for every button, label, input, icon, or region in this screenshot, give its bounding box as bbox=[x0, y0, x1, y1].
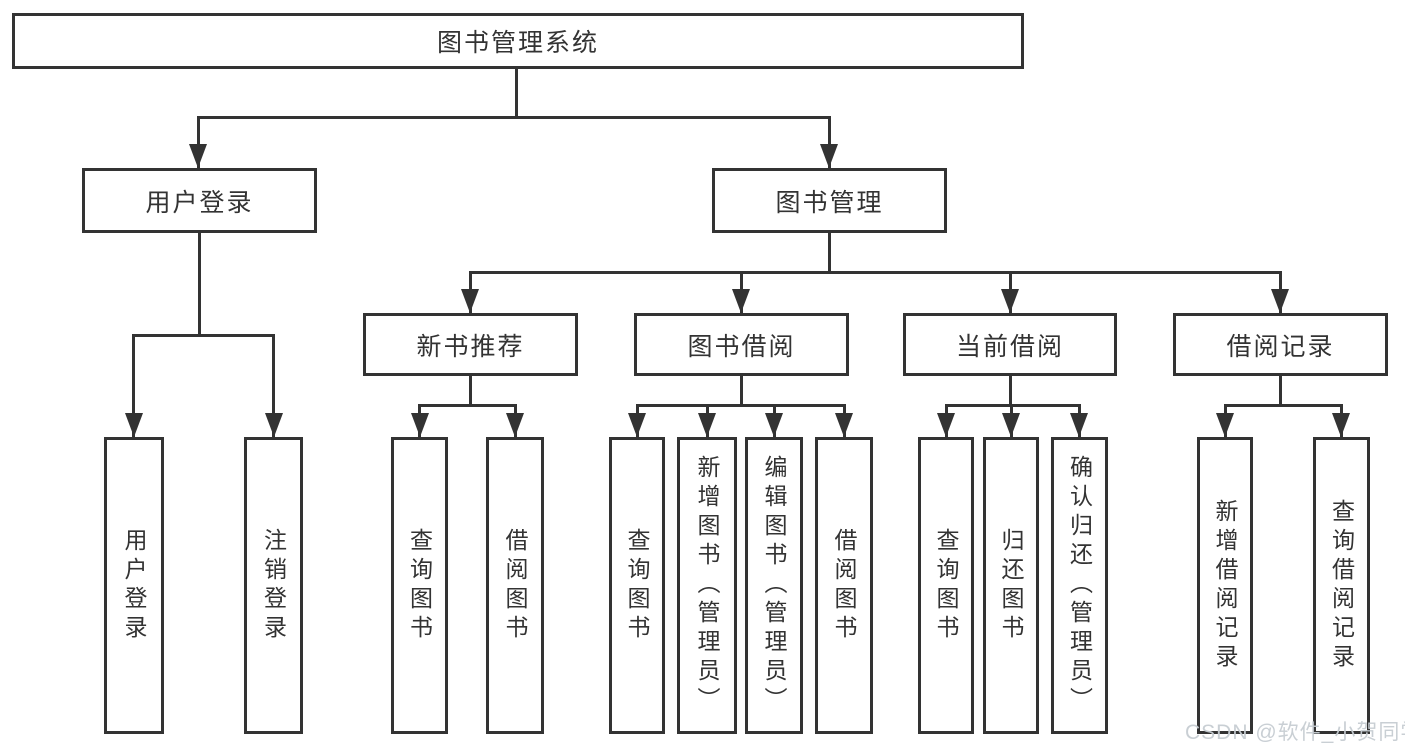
arrowhead-down-icon bbox=[189, 144, 207, 168]
leaf-borrow-books-label: 借阅图书 bbox=[831, 527, 857, 644]
node-root-label: 图书管理系统 bbox=[436, 29, 599, 57]
connector-vline bbox=[740, 376, 743, 406]
leaf-edit-books-admin: 编辑图书（管理员） bbox=[745, 437, 803, 734]
leaf-logout: 注销登录 bbox=[244, 437, 303, 734]
arrowhead-down-icon bbox=[765, 413, 783, 437]
leaf-confirm-return-admin-label: 确认归还（管理员） bbox=[1066, 455, 1093, 716]
leaf-query-books-label: 查询图书 bbox=[624, 527, 650, 644]
node-root: 图书管理系统 bbox=[12, 13, 1024, 69]
leaf-return-books-label: 归还图书 bbox=[998, 527, 1024, 644]
node-book-management-label: 图书管理 bbox=[775, 188, 884, 217]
connector-vline bbox=[198, 233, 201, 336]
leaf-query-borrow-record-label: 查询借阅记录 bbox=[1328, 498, 1355, 673]
arrowhead-down-icon bbox=[835, 413, 853, 437]
arrowhead-down-icon bbox=[937, 413, 955, 437]
leaf-add-borrow-record-label: 新增借阅记录 bbox=[1212, 498, 1238, 673]
node-user-login-label: 用户登录 bbox=[145, 188, 254, 217]
node-user-login: 用户登录 bbox=[82, 168, 317, 233]
leaf-borrow-books: 借阅图书 bbox=[815, 437, 873, 734]
connector-vline bbox=[515, 69, 518, 118]
arrowhead-down-icon bbox=[265, 413, 283, 437]
leaf-query-books-current: 查询图书 bbox=[918, 437, 974, 734]
connector-hline bbox=[132, 334, 274, 337]
connector-vline bbox=[828, 116, 831, 168]
leaf-query-books-recommend-label: 查询图书 bbox=[406, 527, 433, 644]
arrowhead-down-icon bbox=[698, 413, 716, 437]
arrowhead-down-icon bbox=[1332, 413, 1350, 437]
leaf-return-books: 归还图书 bbox=[983, 437, 1039, 734]
node-borrow-records-label: 借阅记录 bbox=[1226, 332, 1335, 361]
connector-vline bbox=[1279, 376, 1282, 406]
arrowhead-down-icon bbox=[125, 413, 143, 437]
arrowhead-down-icon bbox=[732, 289, 750, 313]
node-current-borrow-label: 当前借阅 bbox=[955, 332, 1064, 361]
node-current-borrow: 当前借阅 bbox=[903, 313, 1117, 376]
leaf-edit-books-admin-label: 编辑图书（管理员） bbox=[761, 455, 787, 716]
connector-vline bbox=[469, 376, 472, 406]
connector-vline bbox=[132, 334, 135, 437]
arrowhead-down-icon bbox=[1002, 413, 1020, 437]
arrowhead-down-icon bbox=[1216, 413, 1234, 437]
leaf-add-books-admin-label: 新增图书（管理员） bbox=[694, 455, 720, 716]
leaf-query-books: 查询图书 bbox=[609, 437, 665, 734]
connector-hline bbox=[197, 116, 831, 119]
connector-vline bbox=[1009, 376, 1012, 406]
connector-vline bbox=[272, 334, 275, 437]
leaf-query-books-recommend: 查询图书 bbox=[391, 437, 448, 734]
node-book-borrow-label: 图书借阅 bbox=[687, 332, 796, 361]
arrowhead-down-icon bbox=[1271, 289, 1289, 313]
leaf-query-borrow-record: 查询借阅记录 bbox=[1313, 437, 1370, 734]
leaf-user-login-label: 用户登录 bbox=[121, 527, 147, 644]
leaf-confirm-return-admin: 确认归还（管理员） bbox=[1051, 437, 1108, 734]
leaf-add-books-admin: 新增图书（管理员） bbox=[677, 437, 737, 734]
node-borrow-records: 借阅记录 bbox=[1173, 313, 1388, 376]
connector-hline bbox=[469, 271, 1282, 274]
leaf-logout-label: 注销登录 bbox=[260, 527, 287, 644]
leaf-borrow-books-recommend: 借阅图书 bbox=[486, 437, 544, 734]
node-book-management: 图书管理 bbox=[712, 168, 947, 233]
arrowhead-down-icon bbox=[628, 413, 646, 437]
arrowhead-down-icon bbox=[461, 289, 479, 313]
node-new-book-recommend: 新书推荐 bbox=[363, 313, 578, 376]
node-book-borrow: 图书借阅 bbox=[634, 313, 849, 376]
arrowhead-down-icon bbox=[1001, 289, 1019, 313]
arrowhead-down-icon bbox=[820, 144, 838, 168]
leaf-borrow-books-recommend-label: 借阅图书 bbox=[502, 527, 528, 644]
arrowhead-down-icon bbox=[411, 413, 429, 437]
connector-hline bbox=[1224, 404, 1343, 407]
arrowhead-down-icon bbox=[506, 413, 524, 437]
connector-hline bbox=[636, 404, 845, 407]
leaf-query-books-current-label: 查询图书 bbox=[933, 527, 959, 644]
node-new-book-recommend-label: 新书推荐 bbox=[416, 332, 525, 361]
leaf-add-borrow-record: 新增借阅记录 bbox=[1197, 437, 1253, 734]
watermark: CSDN @软件_小贺同学 bbox=[1185, 721, 1405, 744]
connector-hline bbox=[418, 404, 517, 407]
connector-vline bbox=[828, 233, 831, 273]
connector-vline bbox=[197, 116, 200, 168]
arrowhead-down-icon bbox=[1070, 413, 1088, 437]
leaf-user-login: 用户登录 bbox=[104, 437, 164, 734]
